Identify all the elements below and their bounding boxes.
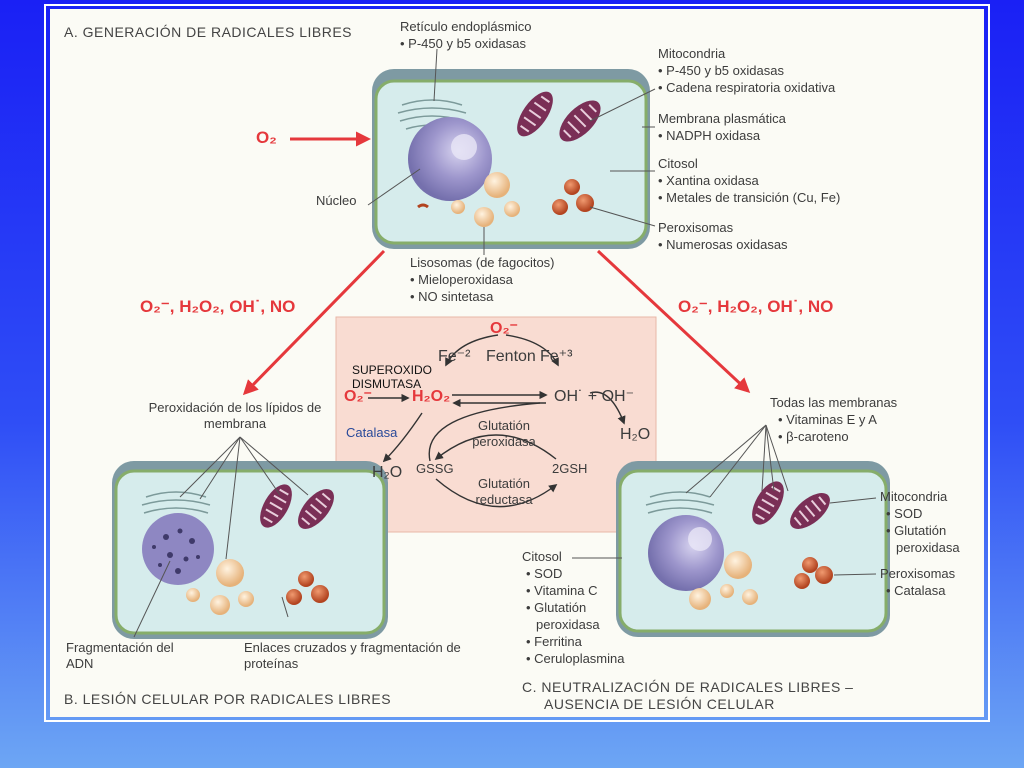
glutation-reductasa-label: Glutatión reductasa: [475, 476, 533, 507]
citosol-c-item-5: • Ferritina: [526, 634, 582, 649]
slide-frame: [44, 4, 990, 722]
diagram-artwork: [112, 48, 890, 639]
h2o-left: H₂O: [372, 464, 403, 481]
peroxisomas-a-title: Peroxisomas: [658, 220, 734, 235]
mitocondria-c-item-1: • SOD: [886, 506, 923, 521]
oh-products: OH˙ + OH⁻: [554, 388, 635, 405]
peroxisomas-c-item: • Catalasa: [886, 583, 946, 598]
reaction-box: [335, 316, 657, 533]
membranas-c-item-2: • β-caroteno: [778, 429, 849, 444]
section-b-title: B. LESIÓN CELULAR POR RADICALES LIBRES: [64, 691, 392, 707]
membrana-title: Membrana plasmática: [658, 111, 786, 126]
citosol-c-item-2: • Vitamina C: [526, 583, 598, 598]
mitocondria-a-item-2: • Cadena respiratoria oxidativa: [658, 80, 836, 95]
cell-b: [112, 461, 388, 639]
cell-c: [616, 461, 890, 637]
citosol-c-item-1: • SOD: [526, 566, 563, 581]
citosol-c-title: Citosol: [522, 549, 562, 564]
peroxisomas-a-item: • Numerosas oxidasas: [658, 237, 788, 252]
gssg-label: GSSG: [416, 461, 454, 476]
lisosomas-item-2: • NO sintetasa: [410, 289, 494, 304]
reticulo-item: • P-450 y b5 oxidasas: [400, 36, 526, 51]
o2-left: O₂⁻: [344, 388, 372, 405]
catalasa-label: Catalasa: [346, 425, 398, 440]
figure-panel: A. GENERACIÓN DE RADICALES LIBRES O₂ Ret…: [50, 9, 984, 717]
fragmentacion-label: Fragmentación del ADN: [66, 640, 174, 671]
citosol-a-item-1: • Xantina oxidasa: [658, 173, 759, 188]
citosol-c-item-4: peroxidasa: [536, 617, 600, 632]
citosol-a-item-2: • Metales de transición (Cu, Fe): [658, 190, 841, 205]
peroxisomas-c-title: Peroxisomas: [880, 566, 956, 581]
section-c-title-line2: AUSENCIA DE LESIÓN CELULAR: [544, 696, 775, 712]
h2o-right: H₂O: [620, 426, 651, 443]
mitocondria-a-item-1: • P-450 y b5 oxidasas: [658, 63, 784, 78]
gsh-label: 2GSH: [552, 461, 588, 476]
membrana-item: • NADPH oxidasa: [658, 128, 761, 143]
mitocondria-c-item-3: peroxidasa: [896, 540, 960, 555]
cell-a: [372, 69, 650, 249]
mitocondria-c-title: Mitocondria: [880, 489, 948, 504]
h2o2-label: H₂O₂: [412, 388, 451, 405]
peroxidacion-label: Peroxidación de los lípidos de membrana: [148, 400, 322, 431]
section-c-title-line1: C. NEUTRALIZACIÓN DE RADICALES LIBRES –: [522, 679, 854, 695]
lisosomas-item-1: • Mieloperoxidasa: [410, 272, 513, 287]
lisosomas-title: Lisosomas (de fagocitos): [410, 255, 555, 270]
citosol-c-item-3: • Glutatión: [526, 600, 587, 615]
reticulo-title: Retículo endoplásmico: [400, 19, 532, 34]
enlaces-label: Enlaces cruzados y fragmentación de prot…: [244, 640, 461, 671]
membranas-c-item-1: • Vitaminas E y A: [778, 412, 877, 427]
citosol-c-item-6: • Ceruloplasmina: [526, 651, 625, 666]
o2-top: O₂⁻: [490, 320, 518, 337]
mitocondria-c-item-2: • Glutatión: [886, 523, 947, 538]
section-a-title: A. GENERACIÓN DE RADICALES LIBRES: [64, 24, 353, 40]
fe2-label: Fe⁻²: [438, 348, 471, 365]
o2-input-label: O₂: [256, 128, 277, 147]
fenton-label: Fenton: [486, 348, 536, 365]
citosol-a-title: Citosol: [658, 156, 698, 171]
superoxido-dismutasa-label: SUPEROXIDO DISMUTASA: [352, 363, 433, 391]
mitocondria-a-title: Mitocondria: [658, 46, 726, 61]
radicals-right: O₂⁻, H₂O₂, OH˙, NO: [678, 297, 834, 316]
radicals-left: O₂⁻, H₂O₂, OH˙, NO: [140, 297, 296, 316]
nucleo-label: Núcleo: [316, 193, 357, 208]
glutation-peroxidasa-label: Glutatión peroxidasa: [472, 418, 536, 449]
fe3-label: Fe⁺³: [540, 348, 573, 365]
membranas-c-title: Todas las membranas: [770, 395, 898, 410]
